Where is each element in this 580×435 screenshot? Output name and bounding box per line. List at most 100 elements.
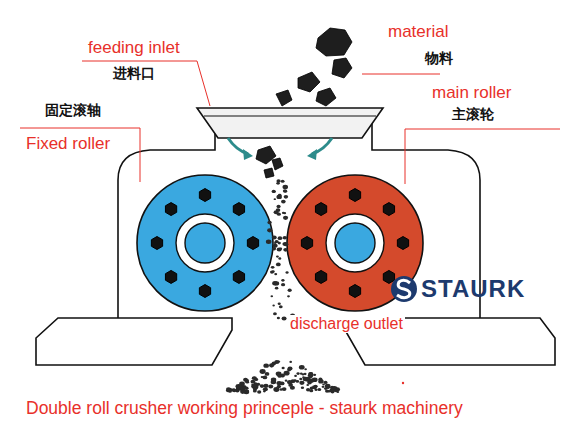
fixed-roller: [137, 175, 273, 311]
particle: [302, 376, 305, 378]
particle: [274, 281, 279, 285]
part-label: 固定滚轴: [45, 102, 101, 118]
particle: [245, 381, 249, 384]
particle: [322, 386, 325, 388]
particle: [299, 378, 302, 380]
bolt-head: [247, 237, 258, 250]
particle: [273, 244, 278, 248]
particle: [285, 380, 288, 382]
bolt-group: [151, 189, 408, 298]
particle: [324, 381, 328, 384]
particle: [269, 363, 274, 367]
particle: [272, 304, 274, 306]
bolt-head: [199, 285, 210, 298]
bolt-head: [349, 285, 360, 298]
particle: [283, 189, 287, 192]
particle: [318, 379, 323, 383]
particle: [276, 179, 280, 182]
particle: [314, 389, 317, 391]
particle: [299, 381, 304, 385]
logo-icon: [391, 276, 417, 302]
particle: [296, 372, 299, 375]
roller-shaft: [335, 223, 375, 263]
bolt-head: [383, 203, 394, 216]
particle: [277, 317, 280, 320]
particle: [253, 383, 259, 388]
particle: [281, 200, 286, 204]
particle: [284, 190, 287, 193]
bolt-head: [233, 203, 244, 216]
particle: [274, 273, 277, 275]
hopper-rim: [204, 116, 376, 117]
particle: [273, 312, 277, 315]
particle: [287, 366, 292, 370]
particle: [281, 279, 284, 282]
particle: [322, 383, 325, 385]
particle: [246, 390, 249, 393]
particle: [278, 194, 282, 197]
particle: [284, 195, 289, 199]
roller-shaft: [185, 223, 225, 263]
roller-hub: [326, 214, 384, 272]
particle: [279, 305, 283, 308]
part-label: material: [388, 22, 448, 42]
particle: [244, 386, 248, 389]
particle: [273, 190, 276, 192]
particle: [272, 247, 276, 250]
particle: [283, 185, 289, 189]
bolt-head: [315, 203, 326, 216]
part-label: discharge outlet: [288, 315, 405, 333]
particle: [300, 373, 303, 375]
particle: [281, 283, 285, 286]
particle: [313, 374, 316, 376]
roller-hub: [176, 214, 234, 272]
particle: [303, 377, 309, 381]
particle: [287, 380, 293, 384]
particle: [312, 385, 317, 389]
particle: [277, 385, 281, 388]
particle: [289, 361, 292, 363]
particle: [283, 212, 286, 214]
particle: [257, 390, 261, 393]
particle: [299, 365, 305, 370]
particle: [276, 195, 281, 199]
base-plate-left: [36, 318, 232, 365]
particle: [331, 390, 335, 393]
particle: [275, 240, 279, 243]
particle: [278, 257, 281, 259]
particle: [275, 287, 279, 290]
particle: [271, 295, 274, 297]
particle: [317, 388, 321, 391]
particle: [266, 240, 272, 244]
particle: [278, 303, 281, 306]
brand-watermark: STAURK: [421, 275, 525, 303]
part-label: 物料: [425, 50, 453, 66]
particle: [272, 248, 275, 251]
particle: [277, 205, 281, 208]
particle: [306, 384, 309, 386]
particle: [271, 266, 275, 269]
figure-caption: Double roll crusher working princeple - …: [26, 398, 463, 418]
particle: [277, 360, 280, 362]
particle: [301, 386, 304, 389]
particle: [287, 295, 290, 297]
part-label: feeding inlet: [88, 38, 180, 58]
bolt-head: [199, 189, 210, 202]
particle: [281, 180, 285, 183]
particle: [272, 190, 276, 193]
particle: [304, 368, 307, 370]
particle: [268, 384, 273, 388]
particle: [251, 380, 256, 384]
particle: [308, 372, 313, 376]
particle: [274, 198, 276, 200]
main-roller: [287, 175, 423, 311]
particle: [304, 373, 307, 375]
particle: [260, 384, 264, 388]
dot-mark: [402, 382, 404, 384]
particle: [276, 255, 279, 257]
particle: [228, 390, 232, 393]
particle: [325, 384, 331, 389]
particle: [296, 380, 300, 383]
